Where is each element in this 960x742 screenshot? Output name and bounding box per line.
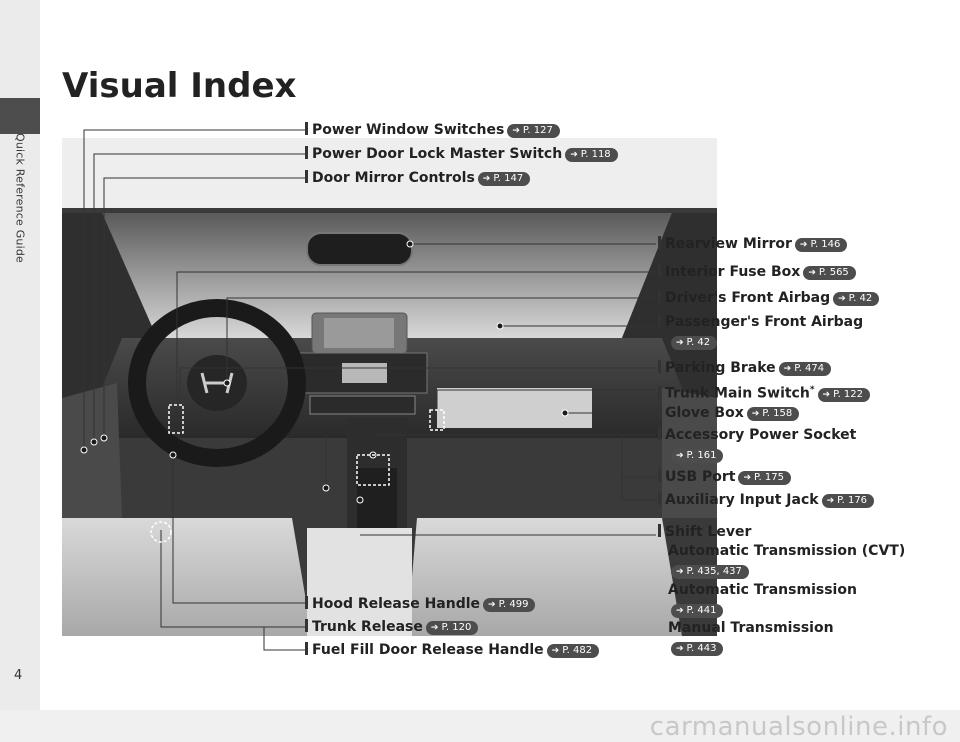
label-passengers-front-airbag-ref: ➔P. 42 [668,334,718,351]
label-automatic-transmission: Automatic Transmission [668,582,857,598]
label-auxiliary-input-jack: Auxiliary Input Jack➔P. 176 [658,492,875,509]
page-number: 4 [14,668,23,683]
label-interior-fuse-box: Interior Fuse Box➔P. 565 [658,264,856,281]
label-trunk-release: Trunk Release➔P. 120 [305,619,479,636]
page-ref-button[interactable]: ➔P. 441 [671,604,724,618]
page-ref-button[interactable]: ➔P. 127 [507,124,560,138]
label-trunk-main-switch: Trunk Main Switch*➔P. 122 [658,382,871,403]
label-accessory-ref: ➔P. 161 [668,447,724,464]
label-power-window-switches: Power Window Switches➔P. 127 [305,122,560,139]
dashboard-photo [62,138,717,636]
label-passengers-front-airbag: Passenger's Front Airbag [658,314,863,331]
label-shift-lever: Shift Lever [658,524,751,541]
page-ref-button[interactable]: ➔P. 443 [671,642,724,656]
page-ref-button[interactable]: ➔P. 120 [425,621,479,635]
section-label: Quick Reference Guide [13,133,27,263]
label-drivers-front-airbag: Driver's Front Airbag➔P. 42 [658,290,880,307]
page-ref-button[interactable]: ➔P. 176 [821,494,875,508]
label-fuel-fill-door-release: Fuel Fill Door Release Handle➔P. 482 [305,642,600,659]
page-ref-button[interactable]: ➔P. 118 [565,148,618,162]
page-ref-button[interactable]: ➔P. 158 [746,407,800,421]
label-rearview-mirror: Rearview Mirror➔P. 146 [658,236,848,253]
label-parking-brake: Parking Brake➔P. 474 [658,360,832,377]
page-ref-button[interactable]: ➔P. 42 [833,292,880,306]
label-at-ref: ➔P. 441 [668,602,724,619]
page-ref-button[interactable]: ➔P. 42 [671,336,718,350]
footer-bar [0,710,960,742]
watermark: carmanualsonline.info [649,712,948,742]
label-cvt: Automatic Transmission (CVT) [668,543,906,559]
page-ref-button[interactable]: ➔P. 161 [671,449,724,463]
page-ref-button[interactable]: ➔P. 175 [738,471,791,485]
label-cvt-ref: ➔P. 435, 437 [668,563,749,580]
page-ref-button[interactable]: ➔P. 482 [546,644,600,658]
page-ref-button[interactable]: ➔P. 122 [817,387,871,402]
label-power-door-lock-master-switch: Power Door Lock Master Switch➔P. 118 [305,146,618,163]
page-ref-button[interactable]: ➔P. 146 [794,238,848,252]
label-usb-port: USB Port➔P. 175 [658,469,791,486]
page-ref-button[interactable]: ➔P. 499 [483,598,536,612]
page-ref-button[interactable]: ➔P. 565 [803,266,856,280]
page-ref-button[interactable]: ➔P. 435, 437 [671,565,749,579]
page-ref-button[interactable]: ➔P. 474 [778,362,832,376]
label-manual-transmission: Manual Transmission [668,620,834,636]
label-accessory-power-socket: Accessory Power Socket [658,427,856,444]
side-tab-marker [0,98,40,134]
label-mt-ref: ➔P. 443 [668,640,724,657]
page-title: Visual Index [62,66,297,106]
page-ref-button[interactable]: ➔P. 147 [477,172,531,186]
label-hood-release-handle: Hood Release Handle➔P. 499 [305,596,536,613]
label-door-mirror-controls: Door Mirror Controls➔P. 147 [305,170,531,187]
label-glove-box: Glove Box➔P. 158 [658,405,800,422]
